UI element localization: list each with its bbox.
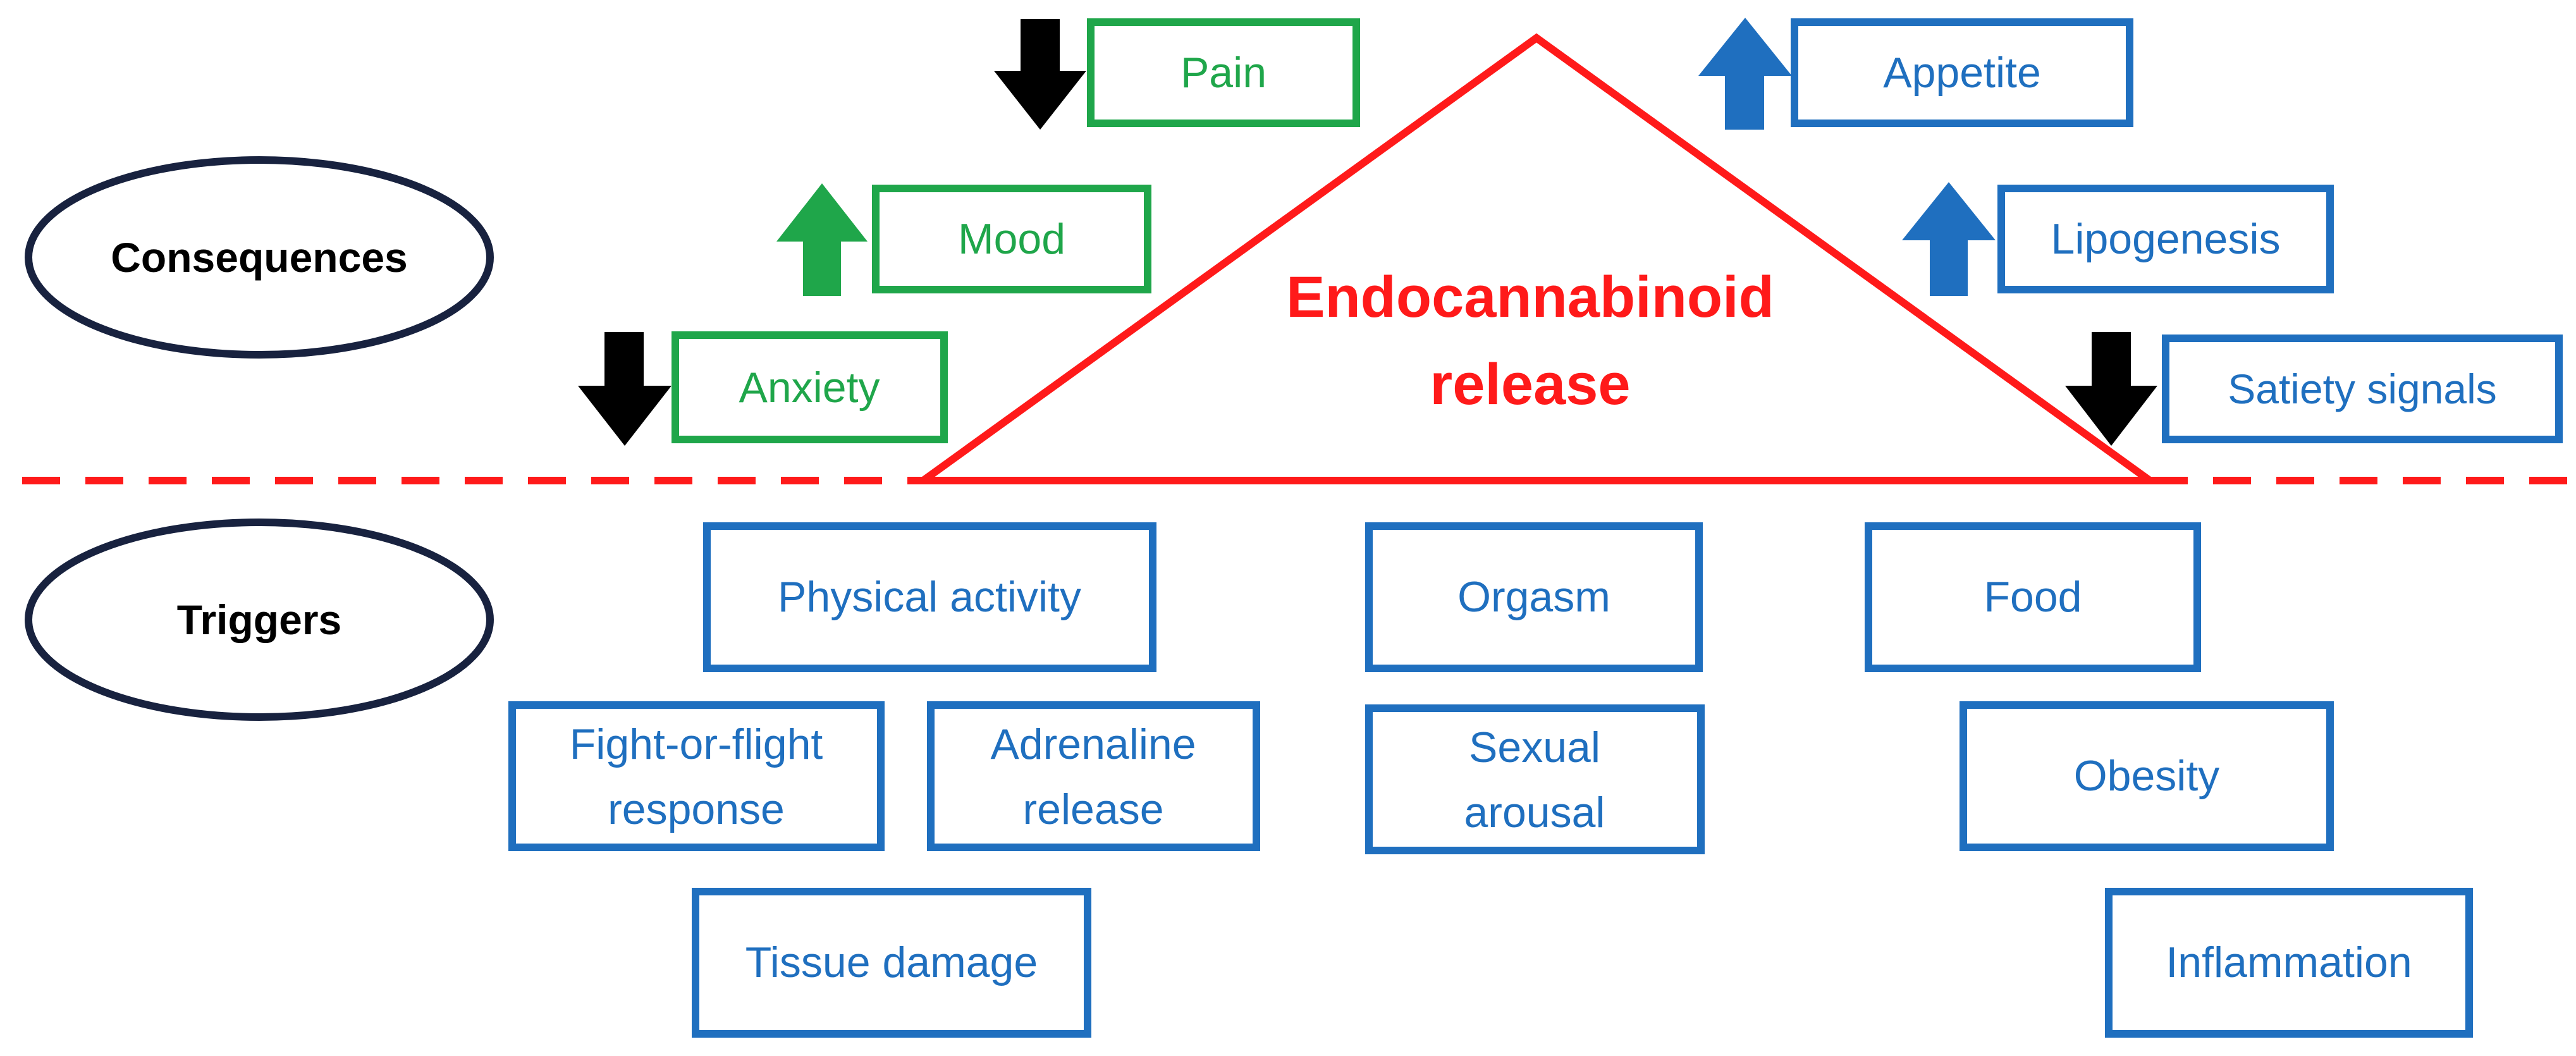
fight-or-flight-box bbox=[508, 701, 885, 851]
tissue-damage-box bbox=[692, 888, 1091, 1038]
consequence-mood: Mood bbox=[776, 183, 1151, 296]
anxiety-label: Anxiety bbox=[739, 364, 880, 412]
lipogenesis-box bbox=[1997, 185, 2334, 293]
trigger-inflammation: Inflammation bbox=[2105, 888, 2473, 1038]
endocannabinoid-release-triangle: Endocannabinoid release bbox=[911, 33, 2162, 484]
orgasm-box bbox=[1365, 522, 1703, 672]
trigger-adrenaline-release: Adrenaline release bbox=[927, 701, 1260, 851]
trigger-obesity: Obesity bbox=[1960, 701, 2334, 851]
consequence-anxiety: Anxiety bbox=[578, 331, 948, 446]
triangle-title-line2: release bbox=[1430, 352, 1630, 417]
trigger-orgasm: Orgasm bbox=[1365, 522, 1703, 672]
consequence-satiety-signals: Satiety signals bbox=[2065, 332, 2563, 446]
consequence-pain: Pain bbox=[994, 18, 1360, 130]
adrenaline-release-label-line1: Adrenaline bbox=[990, 720, 1196, 768]
trigger-sexual-arousal: Sexual arousal bbox=[1365, 704, 1705, 854]
food-box bbox=[1865, 522, 2201, 672]
tissue-damage-label: Tissue damage bbox=[745, 938, 1038, 986]
triangle-shape bbox=[911, 33, 2162, 484]
physical-activity-box bbox=[703, 522, 1156, 672]
pain-down-arrow-icon bbox=[994, 19, 1086, 130]
satiety-down-arrow-icon bbox=[2065, 332, 2157, 446]
trigger-fight-or-flight: Fight-or-flight response bbox=[508, 701, 885, 851]
obesity-box bbox=[1960, 701, 2334, 851]
fight-or-flight-label-line2: response bbox=[608, 785, 785, 833]
adrenaline-release-label-line2: release bbox=[1022, 785, 1163, 833]
sexual-arousal-label-line2: arousal bbox=[1464, 789, 1605, 837]
inflammation-box bbox=[2105, 888, 2473, 1038]
adrenaline-release-box bbox=[927, 701, 1260, 851]
lipogenesis-label: Lipogenesis bbox=[2051, 215, 2281, 263]
satiety-box bbox=[2162, 335, 2563, 443]
mood-label: Mood bbox=[958, 215, 1065, 263]
anxiety-box bbox=[672, 331, 948, 443]
triggers-ellipse bbox=[25, 519, 494, 721]
appetite-box bbox=[1791, 18, 2133, 127]
mood-up-arrow-icon bbox=[776, 183, 868, 296]
sexual-arousal-label-line1: Sexual bbox=[1469, 723, 1600, 771]
triangle-title-line1: Endocannabinoid bbox=[1286, 265, 1774, 329]
obesity-label: Obesity bbox=[2074, 752, 2220, 800]
inflammation-label: Inflammation bbox=[2166, 938, 2412, 986]
fight-or-flight-label-line1: Fight-or-flight bbox=[570, 720, 823, 768]
consequences-ellipse bbox=[25, 156, 494, 359]
pain-box bbox=[1087, 18, 1360, 127]
appetite-up-arrow-icon bbox=[1698, 18, 1792, 130]
mood-box bbox=[872, 185, 1151, 293]
pain-label: Pain bbox=[1181, 49, 1267, 97]
consequences-label-group: Consequences bbox=[25, 156, 494, 359]
consequence-appetite: Appetite bbox=[1698, 18, 2133, 130]
triggers-label-group: Triggers bbox=[25, 519, 494, 721]
consequence-lipogenesis: Lipogenesis bbox=[1902, 182, 2334, 296]
physical-activity-label: Physical activity bbox=[778, 573, 1081, 621]
food-label: Food bbox=[1984, 573, 2082, 621]
appetite-label: Appetite bbox=[1883, 49, 2041, 97]
trigger-physical-activity: Physical activity bbox=[703, 522, 1156, 672]
orgasm-label: Orgasm bbox=[1457, 573, 1610, 621]
triggers-label: Triggers bbox=[177, 596, 341, 643]
satiety-label: Satiety signals bbox=[2228, 365, 2497, 412]
anxiety-down-arrow-icon bbox=[578, 332, 672, 446]
trigger-food: Food bbox=[1865, 522, 2201, 672]
consequences-label: Consequences bbox=[111, 234, 407, 281]
trigger-tissue-damage: Tissue damage bbox=[692, 888, 1091, 1038]
sexual-arousal-box bbox=[1365, 704, 1705, 854]
lipogenesis-up-arrow-icon bbox=[1902, 182, 1996, 296]
